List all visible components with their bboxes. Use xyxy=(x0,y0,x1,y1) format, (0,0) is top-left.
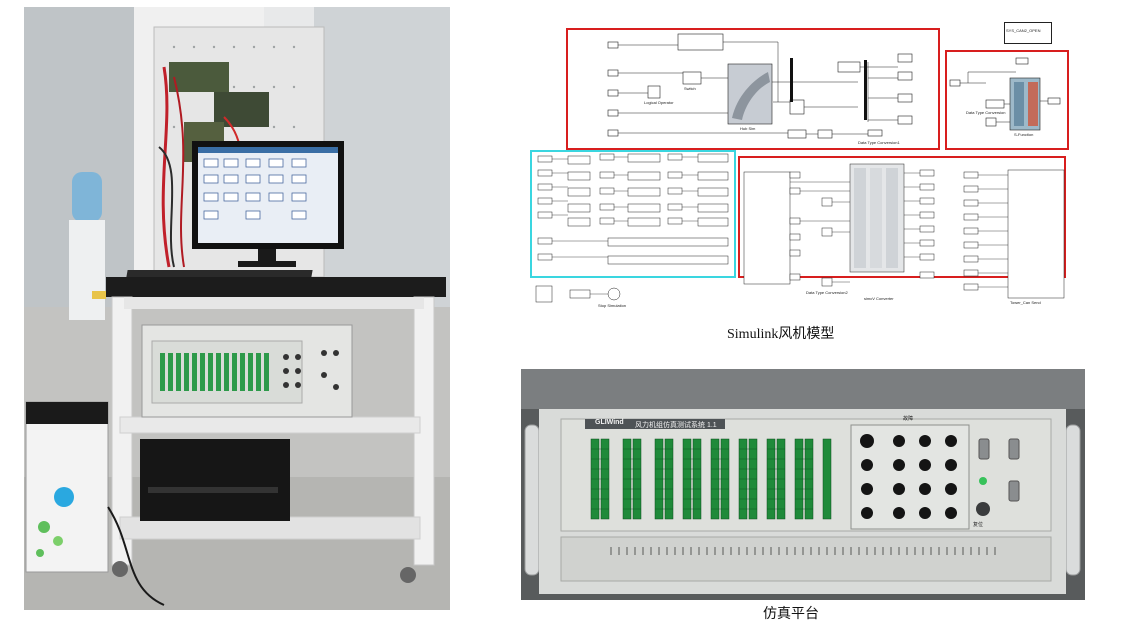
sys-can2-open-block xyxy=(1004,22,1052,44)
sys-can2-open-label: SYS_CAN2_OPEN xyxy=(1006,28,1041,33)
caption-simulation-platform: 仿真平台 xyxy=(763,607,819,622)
label-tower-can-send: Tower_Can Send xyxy=(1010,300,1041,305)
label-s-function: S-Function xyxy=(1014,132,1034,137)
lab-bench-photo xyxy=(24,7,450,610)
red-frame-sfunction xyxy=(945,50,1069,150)
chassis-illustration xyxy=(521,369,1085,600)
caption-simulink-model: Simulink风机模型 xyxy=(727,327,835,342)
panel-title: 风力机组仿真测试系统 1.1 xyxy=(635,422,717,429)
label-hub-sim: Hub Sim xyxy=(740,126,756,131)
label-data-type-conversion2: Data Type Conversion2 xyxy=(806,290,848,295)
simulink-wiring xyxy=(535,33,1065,303)
simulink-model-diagram: SYS_CAN2_OPEN xyxy=(528,22,1074,314)
label-data-type-conversion: Data Type Conversion xyxy=(966,110,1006,115)
simulation-platform-photo: GLIWind 风力机组仿真测试系统 1.1 故障 复位 xyxy=(521,369,1085,600)
label-simcv-converter: simcV Converter xyxy=(864,296,894,301)
label-switch: Switch xyxy=(684,86,696,91)
panel-fault-label: 故障 xyxy=(903,416,914,422)
panel-brand: GLIWind xyxy=(595,419,624,426)
label-stop-simulation: Stop Simulation xyxy=(598,303,627,308)
panel-reset-label: 复位 xyxy=(973,522,984,528)
label-data-type-conversion1: Data Type Conversion1 xyxy=(858,140,900,145)
label-logical-operator: Logical Operator xyxy=(644,100,674,105)
red-frame-main-model xyxy=(566,28,940,150)
lab-bench-illustration xyxy=(24,7,450,610)
cyan-frame-inputs xyxy=(530,150,736,278)
red-frame-converter xyxy=(738,156,1066,278)
